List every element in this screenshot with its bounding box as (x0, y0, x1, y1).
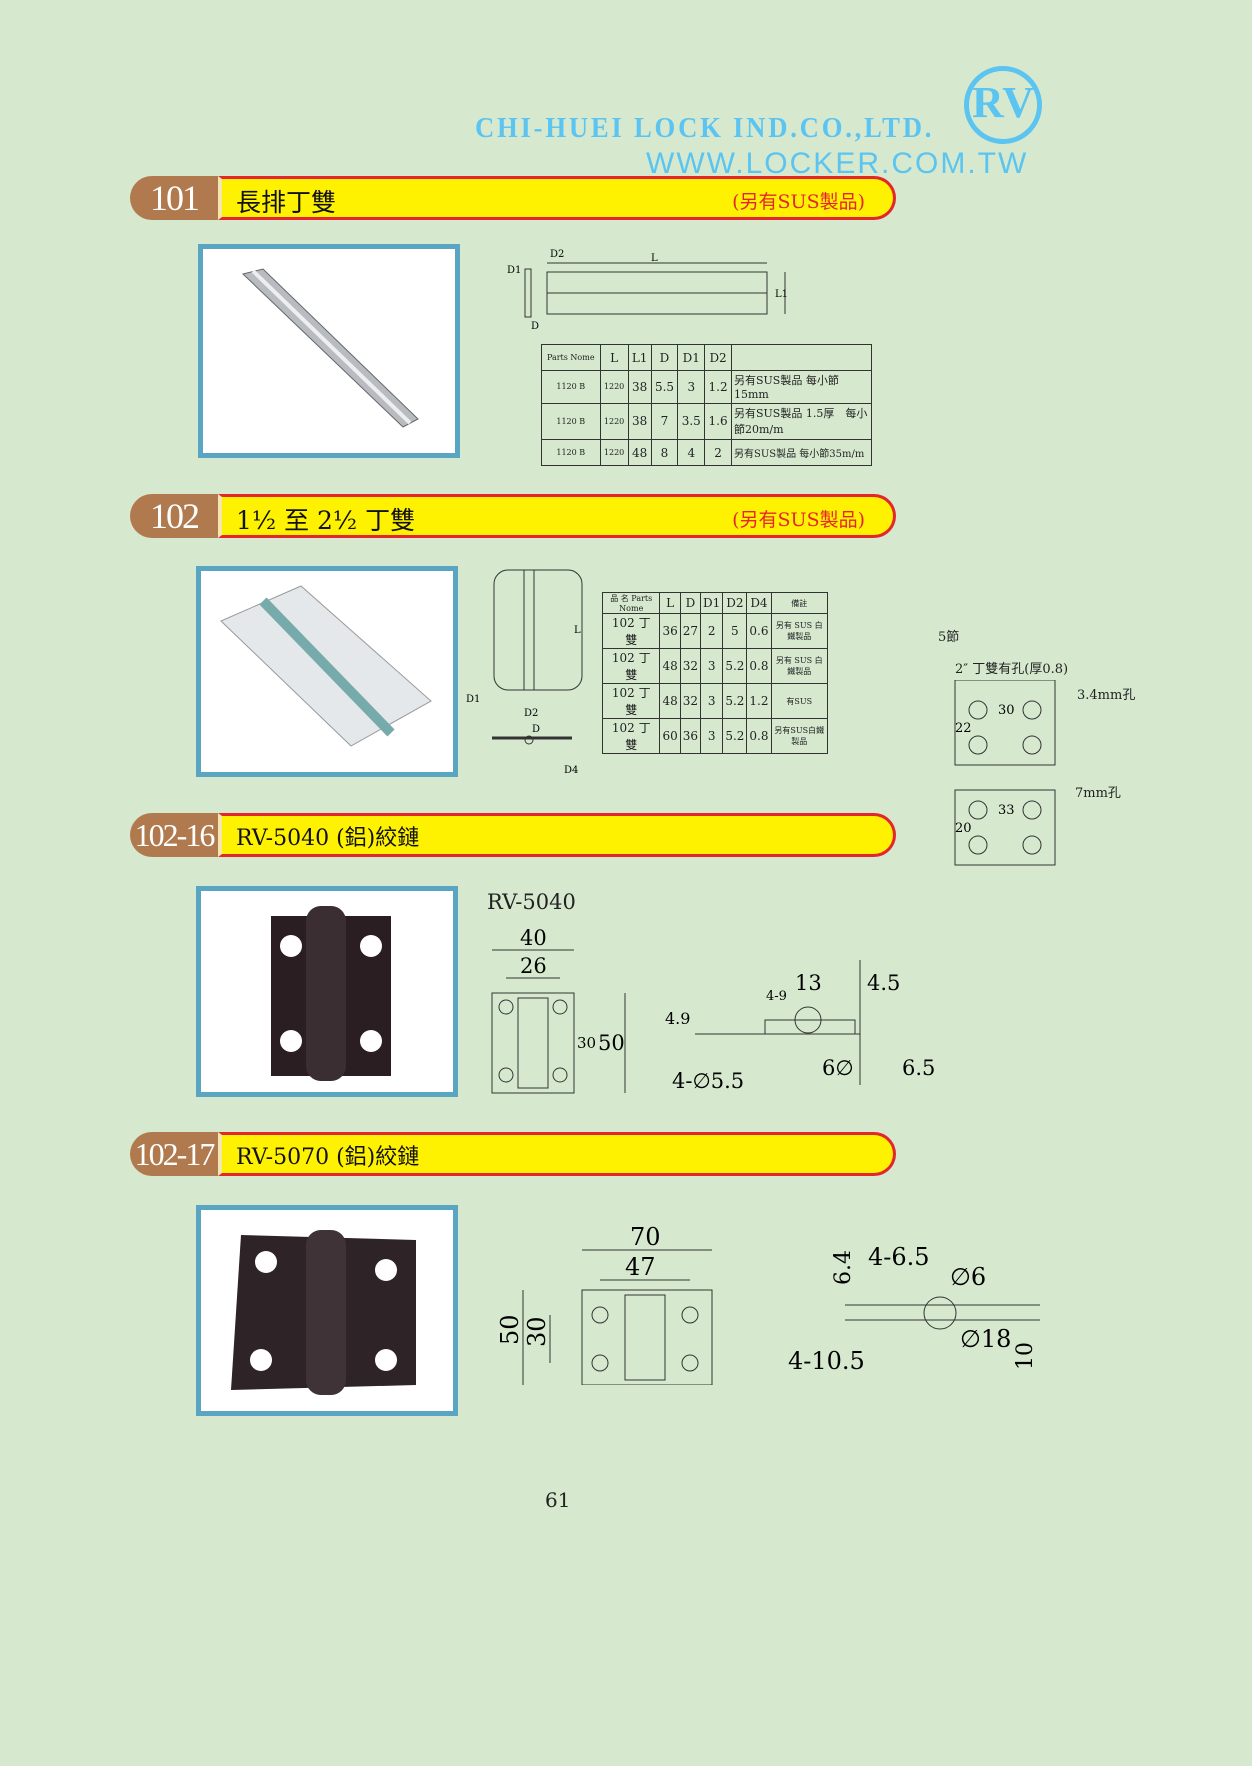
dim-label: D4 (564, 765, 578, 776)
dim-label: 50 (598, 1031, 625, 1055)
dim-label: 4-6.5 (868, 1243, 930, 1271)
website: WWW.LOCKER.COM.TW (646, 147, 1029, 180)
drawing-102-16: 40 26 30 50 13 4-9 4.5 4.9 4-∅5.5 6∅ 6.5 (491, 926, 935, 1094)
drawing-101: D2 L D1 L1 D (507, 249, 788, 332)
hole-diagrams: 30 22 33 20 (954, 680, 1056, 866)
dim-label: 10 (1013, 1342, 1038, 1370)
annotation: 5節 (938, 630, 960, 645)
dim-label: ∅18 (960, 1325, 1011, 1353)
dim-label: 70 (630, 1223, 661, 1251)
section-header-102-17: 102-17 RV-5070 (鋁)絞鏈 (130, 1132, 896, 1176)
drawing-102-17: 70 47 50 30 6.4 4-6.5 ∅6 ∅18 4-10.5 10 (496, 1223, 1040, 1385)
dim-label: 6.4 (831, 1250, 856, 1285)
dim-label: 6∅ (822, 1056, 854, 1080)
dim-label: D (531, 321, 539, 332)
product-photo-102 (196, 566, 458, 777)
section-header-101: 101 長排丁雙 (另有SUS製品) (130, 176, 896, 220)
dim-label: 4-∅5.5 (672, 1069, 744, 1093)
section-note: (另有SUS製品) (732, 509, 865, 531)
drawing-102: L D1 D2 D D4 (466, 569, 583, 776)
dim-label: 6.5 (902, 1056, 935, 1080)
annotation: 7mm孔 (1075, 786, 1121, 801)
dim-label: 13 (795, 971, 822, 995)
product-photo-101 (198, 244, 460, 458)
dim-label: D2 (550, 249, 564, 260)
section-code: 102 (130, 494, 218, 538)
dim-label: L (574, 625, 581, 636)
dim-label: 4-10.5 (788, 1347, 865, 1375)
dim-label: D2 (524, 708, 538, 719)
dim-label: 4.5 (867, 971, 900, 995)
dim-label: 50 (496, 1314, 524, 1345)
annotation: 2″ 丁雙有孔(厚0.8) (955, 662, 1069, 677)
section-title: 1½ 至 2½ 丁雙 (236, 506, 416, 535)
model-label: RV-5040 (487, 890, 576, 914)
dim-label: 47 (625, 1253, 656, 1281)
product-photo-102-16 (196, 886, 458, 1097)
dim-label: D1 (466, 694, 480, 705)
section-code: 102-17 (130, 1132, 218, 1176)
section-code: 101 (130, 176, 218, 220)
dim-label: 30 (998, 703, 1015, 718)
dim-label: D (532, 724, 540, 735)
dim-label: 40 (520, 926, 547, 950)
dim-label: 4-9 (766, 989, 787, 1004)
section-header-102-16: 102-16 RV-5040 (鋁)絞鏈 (130, 813, 896, 857)
company-name: CHI-HUEI LOCK IND.CO.,LTD. (475, 112, 935, 144)
dim-label: 30 (577, 1034, 596, 1052)
dim-label: 4.9 (665, 1009, 690, 1028)
rv-logo: RV (964, 66, 1042, 144)
dim-label: L (651, 253, 658, 264)
dim-label: L1 (775, 289, 788, 300)
section-title: 長排丁雙 (236, 188, 337, 217)
annotation: 3.4mm孔 (1077, 688, 1136, 703)
dim-label: D1 (507, 265, 521, 276)
section-note: (另有SUS製品) (732, 191, 865, 213)
dim-label: ∅6 (950, 1263, 986, 1291)
section-code: 102-16 (130, 813, 218, 857)
section-title: RV-5040 (鋁)絞鏈 (236, 826, 420, 851)
dim-label: 20 (955, 821, 972, 836)
section-title: RV-5070 (鋁)絞鏈 (236, 1145, 420, 1170)
page-number: 61 (545, 1488, 571, 1512)
product-photo-102-17 (196, 1205, 458, 1416)
dim-label: 22 (955, 721, 972, 736)
dim-label: 30 (523, 1316, 551, 1347)
dim-label: 26 (520, 954, 547, 978)
section-header-102: 102 1½ 至 2½ 丁雙 (另有SUS製品) (130, 494, 896, 538)
dim-label: 33 (998, 803, 1015, 818)
